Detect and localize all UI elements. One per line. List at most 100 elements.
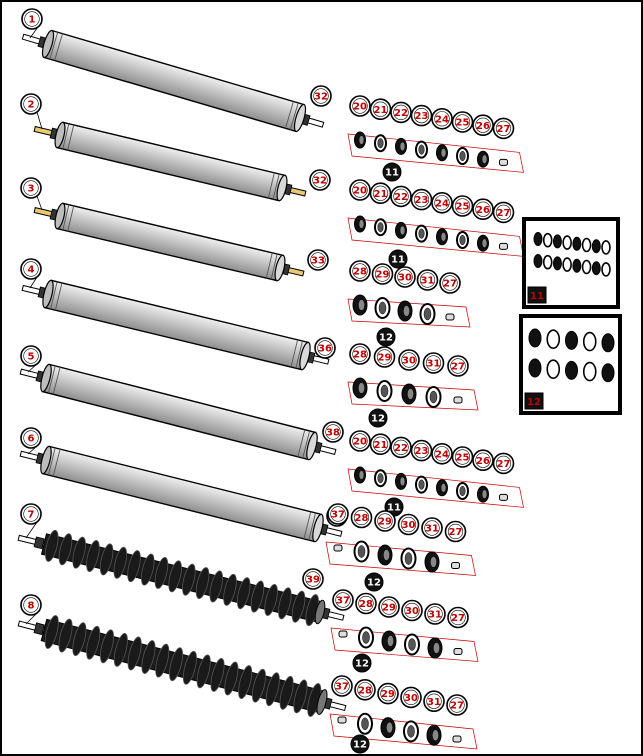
roller-5 [19,363,337,461]
callout-inner-ring [352,98,368,114]
callout-label: 22 [394,108,408,119]
part-cap [333,544,343,552]
rollers-layer [17,26,347,717]
callout-label: 26 [476,205,490,216]
kit-callout-12: 12 [376,327,396,347]
roller-ring-right [295,340,303,369]
callout-inner-ring [393,439,409,456]
callout-label: 31 [425,524,439,535]
kit-seal [582,361,597,382]
callout-label: 29 [378,353,392,364]
roller-callout-2: 2 [20,93,42,115]
callout-inner-ring [404,602,420,619]
roller-spike-disc [238,665,253,700]
part-callout-21: 21 [369,98,392,120]
roller-callout-1: 1 [21,8,43,30]
roller-end-left [42,279,54,309]
part-cap [453,396,463,404]
kit-callout-12: 12 [352,653,372,673]
kit-callout-label: 11 [391,255,405,266]
callout-inner-ring [381,599,397,615]
kit-callout-label: 12 [367,578,381,589]
part-bearing-bore [432,729,439,741]
callout-inner-ring [352,182,368,198]
roller-6 [19,445,343,543]
roller-leader [36,195,43,211]
roller-spike-disc [169,647,184,682]
callout-label: 24 [435,198,449,209]
roller-8 [17,615,347,717]
roller-ring-left [62,123,70,150]
callout-label: 38 [326,428,340,439]
kit-callout-11: 11 [382,162,402,182]
part-seal-core [459,234,466,246]
kit-seal [601,240,611,255]
callout-label: 29 [382,603,396,614]
callout-inner-ring [450,358,466,374]
part-seal-core [408,638,416,651]
kit-callout-12: 12 [364,572,384,592]
callout-label: 28 [355,513,369,524]
roller-spike-disc [155,643,170,678]
part-callout-27: 27 [492,201,515,224]
roller-ring-right [297,429,306,457]
roller-spike-disc [45,529,59,562]
part-cap [338,630,348,638]
part-bearing-bore [358,135,365,145]
callouts-layer: 1322323334365386347398202122232425262711… [20,8,515,754]
kit-box-label-bg [527,286,547,304]
roller-end-right [306,431,318,461]
callout-inner-ring [312,172,328,188]
roller-spike-disc [264,583,278,616]
callout-inner-ring [475,452,491,468]
roller-spike-disc [291,590,306,623]
callout-inner-ring [23,597,39,613]
callout-inner-ring [475,117,491,133]
kit-seal [542,254,553,270]
roller-end-callout-32: 32 [310,85,332,107]
kit-box-11: 11 [522,217,620,309]
part-callout-26: 26 [472,198,494,220]
kit-box-label: 11 [530,291,544,302]
roller-spike-disc [223,573,237,606]
callout-inner-ring [374,266,391,282]
callout-label: 29 [376,270,390,281]
callout-inner-ring [434,195,450,211]
part-bearing-bore [358,470,365,480]
roller-end-left [40,363,52,393]
roller-spike-disc [140,553,155,586]
kit-callout-disc [364,572,384,592]
roller-ring-left [49,32,59,60]
roller-ring-left [52,367,61,395]
part-group-guide [325,541,476,576]
roller-end-left [54,202,66,230]
callout-label: 28 [353,350,367,361]
part-bearing-bore [358,382,365,394]
roller-spike-disc [250,580,265,613]
callout-inner-ring [401,352,417,368]
callout-inner-ring [454,198,471,214]
roller-ring-left [62,204,70,231]
part-callout-28: 28 [349,343,371,365]
part-callout-37: 37 [332,589,354,611]
roller-3 [33,202,305,282]
callout-inner-ring [403,689,419,706]
callout-inner-ring [357,682,373,698]
part-seal-core [377,473,384,484]
kit-callout-label: 11 [385,168,399,179]
callout-label: 24 [435,449,449,460]
part-callout-26: 26 [472,114,494,136]
kit-bearing [572,236,582,251]
part-seal-core [377,138,384,149]
kit-bearing [552,256,562,271]
part-callout-25: 25 [451,195,474,217]
part-group-guide [329,713,478,750]
part-group-1 [347,131,524,173]
callout-label: 30 [398,273,412,284]
roller-ring-right [272,173,280,200]
roller-spike-disc [224,661,239,696]
callout-label: 39 [306,575,320,586]
part-seal-core [361,717,369,731]
callout-label: 23 [415,446,429,457]
part-cap [499,242,508,250]
